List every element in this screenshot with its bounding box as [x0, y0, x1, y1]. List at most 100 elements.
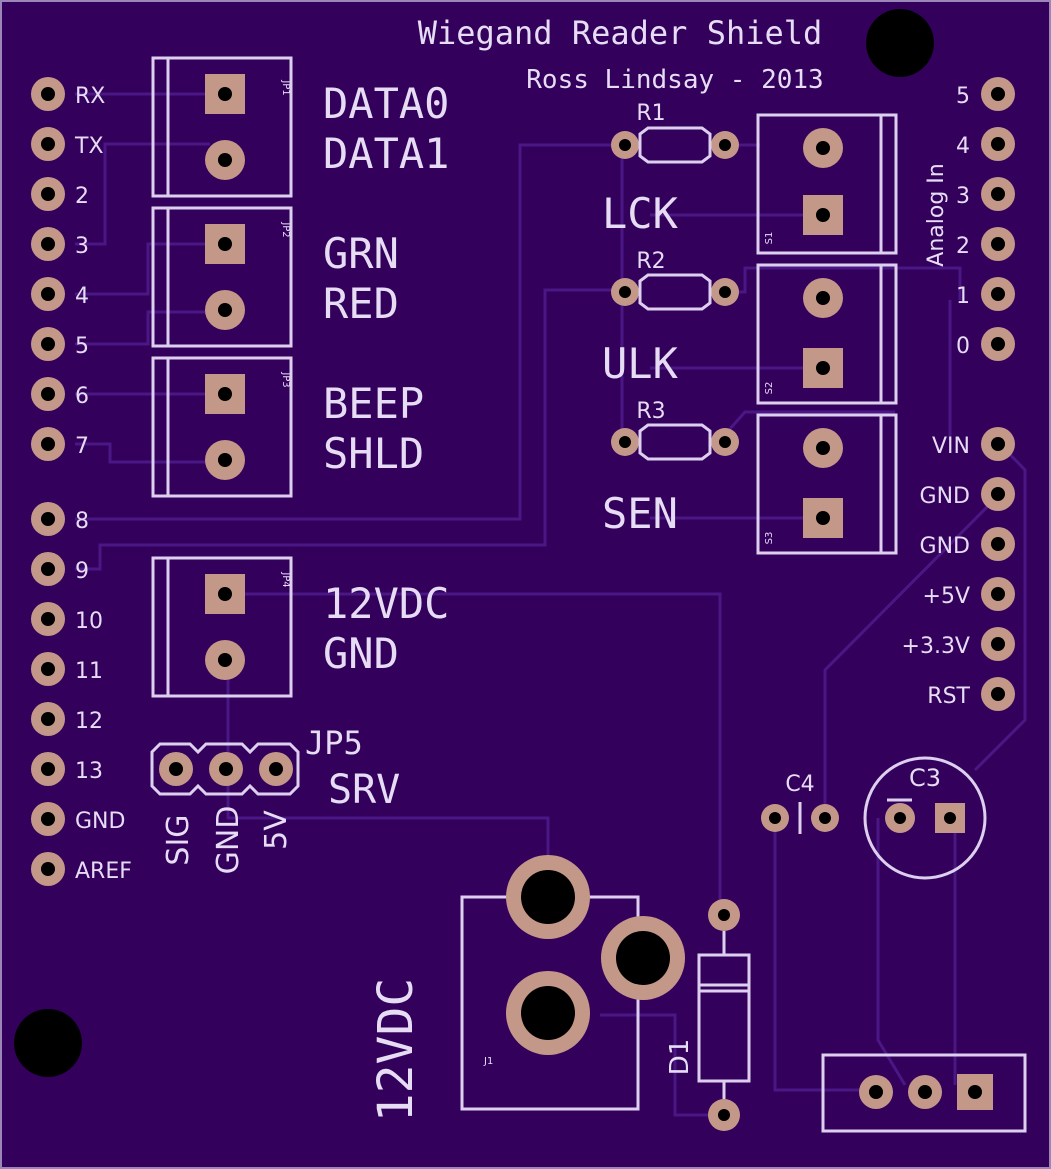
header-pin[interactable] — [981, 677, 1015, 711]
pin-label: GND — [75, 809, 125, 834]
pin-label: 10 — [75, 609, 103, 634]
pin-label: RX — [75, 84, 105, 109]
ref-designator: J1 — [483, 1056, 493, 1067]
jp5-ref: JP5 — [305, 724, 363, 762]
pin-label: +3.3V — [902, 634, 970, 659]
header-pin[interactable] — [981, 627, 1015, 661]
pin-label: 4 — [956, 134, 970, 159]
header-pin[interactable] — [981, 477, 1015, 511]
connector-jp3: JP3 BEEP SHLD — [151, 356, 424, 498]
header-pin[interactable] — [31, 377, 65, 411]
terminal-s3: S3 — [756, 413, 898, 555]
header-pin[interactable] — [31, 602, 65, 636]
pin-label: +5V — [923, 584, 970, 609]
r1-ref: R1 — [636, 101, 665, 126]
jp5-pin-label: SIG — [161, 814, 196, 865]
board-author: Ross Lindsay - 2013 — [526, 65, 823, 95]
c3-ref: C3 — [909, 764, 941, 792]
analog-in-label: Analog In — [924, 163, 949, 266]
jp5-name: SRV — [328, 767, 400, 813]
header-pin[interactable] — [981, 327, 1015, 361]
ref-designator: S2 — [764, 382, 775, 395]
header-pin[interactable] — [31, 77, 65, 111]
header-pin[interactable] — [981, 577, 1015, 611]
ref-designator: JP2 — [280, 221, 291, 237]
pin-label: 3 — [75, 234, 89, 259]
pin-label: 13 — [75, 759, 103, 784]
pin-label: AREF — [75, 859, 132, 884]
diode-ref: D1 — [665, 1039, 695, 1076]
header-pin[interactable] — [981, 227, 1015, 261]
pin-label: 11 — [75, 659, 103, 684]
header-pin[interactable] — [31, 277, 65, 311]
pin-label: GND — [920, 534, 970, 559]
header-pin[interactable] — [31, 752, 65, 786]
ref-designator: JP4 — [280, 571, 291, 587]
jp5-pin-label: 5V — [259, 810, 294, 850]
jp2-label-2: RED — [323, 279, 399, 328]
header-pin[interactable] — [981, 177, 1015, 211]
terminal-s1: S1 — [756, 113, 898, 255]
header-pin[interactable] — [31, 852, 65, 886]
jp4-label-2: GND — [323, 629, 399, 678]
jp2-label-1: GRN — [323, 229, 399, 278]
header-pin[interactable] — [981, 127, 1015, 161]
jack-label: 12VDC — [368, 978, 424, 1123]
ref-designator: S1 — [764, 232, 775, 245]
jp1-label-1: DATA0 — [323, 79, 449, 128]
resistor-r3: R3 SEN — [602, 399, 739, 538]
header-pin[interactable] — [981, 527, 1015, 561]
pin-label: 5 — [956, 84, 970, 109]
r1-label: LCK — [602, 189, 679, 238]
connector-jp2: JP2 GRN RED — [151, 206, 399, 348]
regulator-footprint — [821, 1053, 1027, 1133]
diode-d1: D1 — [665, 899, 751, 1131]
pin-label: 5 — [75, 334, 89, 359]
pin-label: 2 — [956, 234, 970, 259]
power-jack-j1: J1 12VDC — [368, 855, 685, 1122]
header-pin[interactable] — [31, 802, 65, 836]
connector-jp1: JP1 DATA0 DATA1 — [151, 56, 449, 198]
pin-label: 8 — [75, 509, 89, 534]
header-pin[interactable] — [31, 327, 65, 361]
jp3-label-1: BEEP — [323, 379, 424, 428]
header-pin[interactable] — [31, 552, 65, 586]
pin-label: 6 — [75, 384, 89, 409]
mounting-hole-icon — [14, 1009, 82, 1077]
r2-ref: R2 — [636, 249, 665, 274]
jp4-label-1: 12VDC — [323, 579, 449, 628]
board-title: Wiegand Reader Shield — [418, 14, 823, 52]
r3-ref: R3 — [636, 399, 665, 424]
jp5-pin-label: GND — [211, 806, 246, 875]
ref-designator: S3 — [764, 532, 775, 545]
header-pin[interactable] — [981, 277, 1015, 311]
header-pin[interactable] — [31, 127, 65, 161]
pin-label: 9 — [75, 559, 89, 584]
pin-label: 3 — [956, 184, 970, 209]
r2-label: ULK — [602, 339, 679, 388]
pin-label: 12 — [75, 709, 103, 734]
pin-label: TX — [74, 134, 104, 159]
header-pin[interactable] — [981, 77, 1015, 111]
copper-traces — [75, 92, 1027, 1117]
resistor-r2: R2 ULK — [602, 249, 739, 388]
header-pin[interactable] — [31, 652, 65, 686]
mounting-hole-icon — [866, 9, 934, 77]
header-pin[interactable] — [31, 702, 65, 736]
header-pin[interactable] — [31, 427, 65, 461]
pin-label: RST — [927, 684, 970, 709]
header-pin[interactable] — [981, 427, 1015, 461]
capacitor-c3: C3 — [863, 756, 987, 880]
header-pin[interactable] — [31, 227, 65, 261]
header-pin[interactable] — [31, 502, 65, 536]
pin-label: 1 — [956, 284, 970, 309]
left-header: RX TX 2 3 4 5 6 7 8 9 10 11 12 13 GND AR… — [31, 77, 132, 886]
connector-jp4: JP4 12VDC GND — [151, 556, 449, 698]
right-header: Analog In 5 4 3 2 1 0 VIN GND GND +5V +3… — [902, 77, 1015, 711]
header-pin[interactable] — [31, 177, 65, 211]
pin-label: 4 — [75, 284, 89, 309]
resistor-r1: R1 LCK — [602, 101, 739, 238]
ref-designator: JP3 — [280, 371, 291, 387]
jp3-label-2: SHLD — [323, 429, 424, 478]
